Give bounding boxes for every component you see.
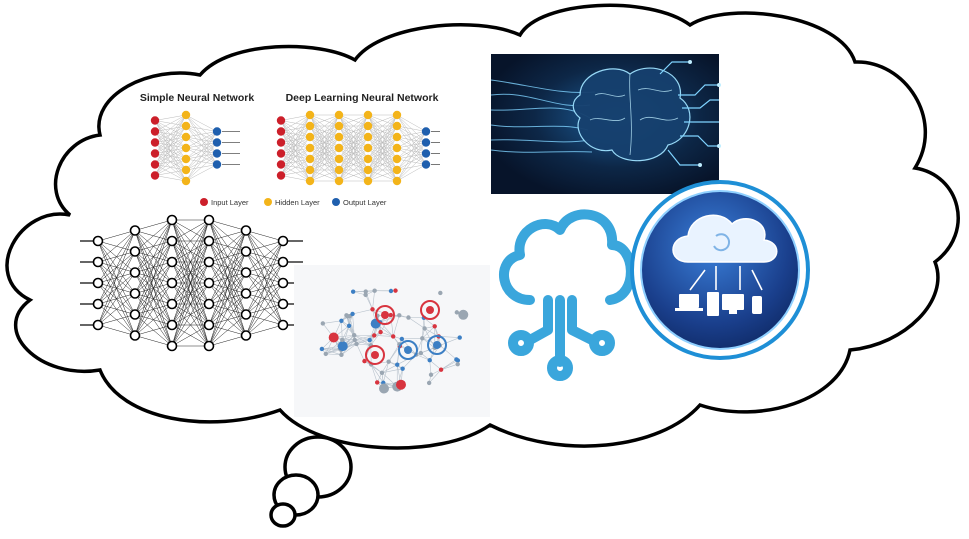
digital-circuit-brain-icon <box>491 54 721 194</box>
legend-dot-input <box>200 198 208 206</box>
legend-label-input: Input Layer <box>211 198 249 207</box>
simple-network-title: Simple Neural Network <box>140 92 255 104</box>
legend-dot-hidden <box>264 198 272 206</box>
brain-node-network-icon <box>294 265 490 417</box>
thought-bubble-tail <box>271 437 351 526</box>
nn-legend: Input Layer Hidden Layer Output Layer <box>200 198 387 207</box>
legend-label-output: Output Layer <box>343 198 387 207</box>
legend-dot-output <box>332 198 340 206</box>
legend-label-hidden: Hidden Layer <box>275 198 320 207</box>
cloud-devices-badge-icon <box>632 182 808 358</box>
deep-network-title: Deep Learning Neural Network <box>286 92 439 104</box>
